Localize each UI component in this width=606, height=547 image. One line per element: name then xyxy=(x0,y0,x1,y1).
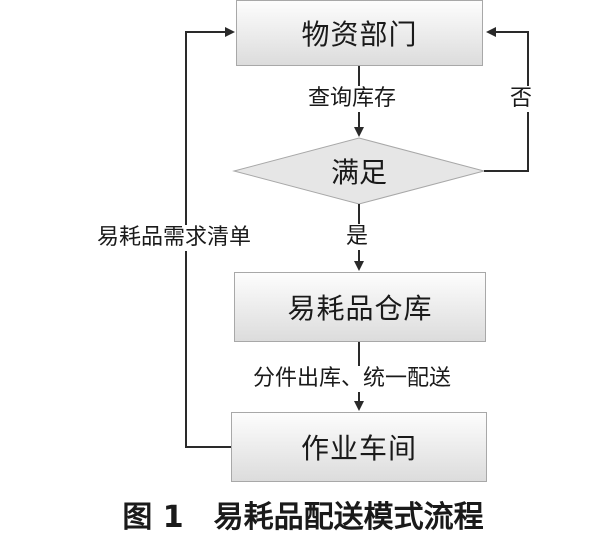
node-warehouse: 易耗品仓库 xyxy=(234,272,486,342)
node-department: 物资部门 xyxy=(236,0,483,66)
label-split-delivery: 分件出库、统一配送 xyxy=(253,366,452,392)
node-satisfied-label: 满足 xyxy=(330,156,387,189)
label-query-stock: 查询库存 xyxy=(308,86,397,112)
label-no: 否 xyxy=(510,86,533,112)
node-workshop: 作业车间 xyxy=(231,412,487,482)
label-demand-list: 易耗品需求清单 xyxy=(97,225,252,251)
figure-caption: 图 1 易耗品配送模式流程 xyxy=(122,500,484,535)
label-yes: 是 xyxy=(346,224,369,250)
